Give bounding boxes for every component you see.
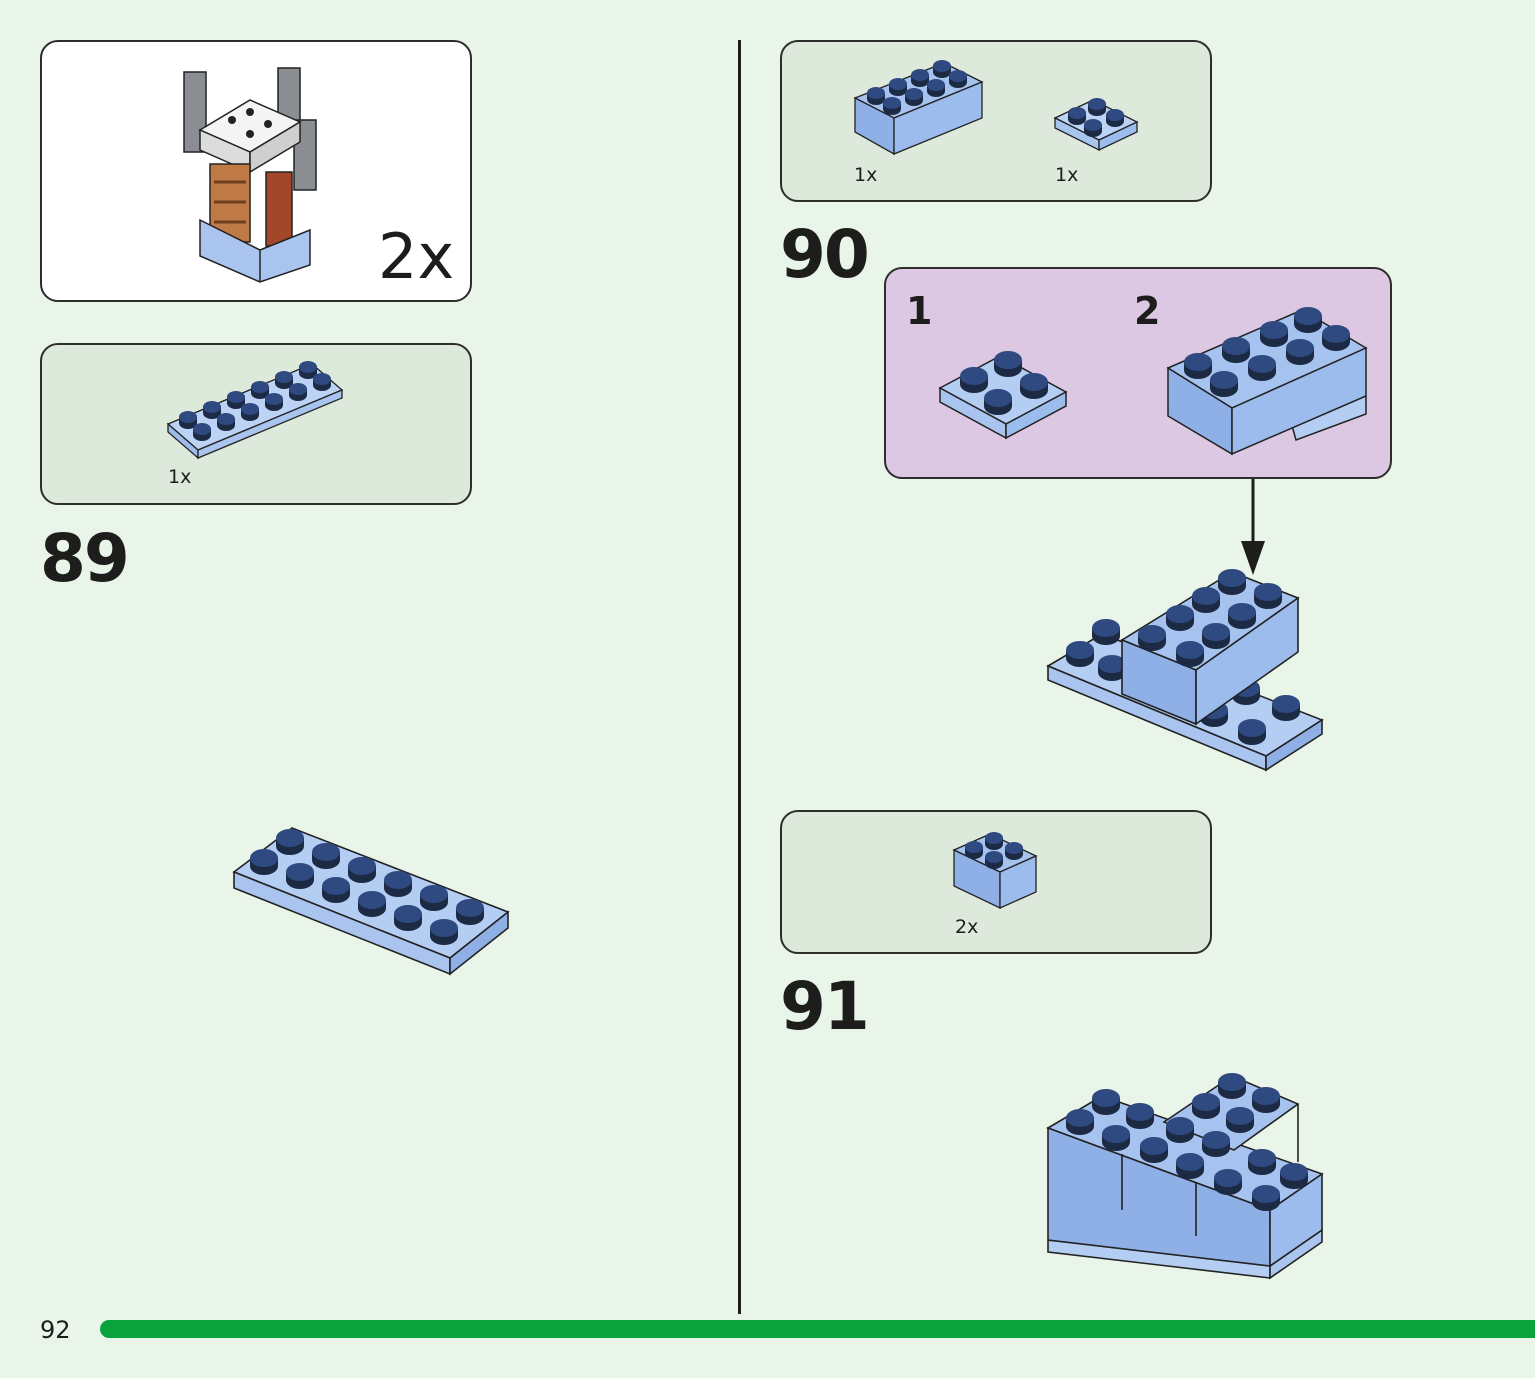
step-number-91: 91 [780,968,870,1045]
light-blue-plate-2x6-icon [166,361,344,460]
down-arrow-icon [1241,479,1265,575]
assembled-figure-illustration [183,67,317,283]
progress-accent-bar [100,1320,1535,1338]
substep-2-brick-illustration [1166,307,1368,456]
substep-label-1: 1 [906,289,933,333]
substep-label-2: 2 [1134,289,1161,333]
part-quantity: 1x [1055,164,1079,186]
callout-multiplier: 2x [378,220,455,293]
part-quantity: 1x [168,466,192,488]
part-quantity: 1x [854,164,878,186]
substep-1-plate-illustration [938,351,1068,440]
step-91-assembly-illustration [1046,1073,1324,1280]
light-blue-brick-2x4-icon [853,60,984,156]
parts-list-step-90 [780,40,1212,202]
part-quantity: 2x [955,916,979,938]
step-90-assembly-illustration [1046,569,1324,772]
step-number-89: 89 [40,520,130,597]
step-89-assembly-illustration [232,827,510,976]
light-blue-plate-2x2-icon [1053,98,1139,152]
light-blue-brick-2x2-icon [952,832,1038,910]
step-number-90: 90 [780,216,870,293]
column-divider [738,40,741,1314]
page-number: 92 [40,1316,71,1344]
